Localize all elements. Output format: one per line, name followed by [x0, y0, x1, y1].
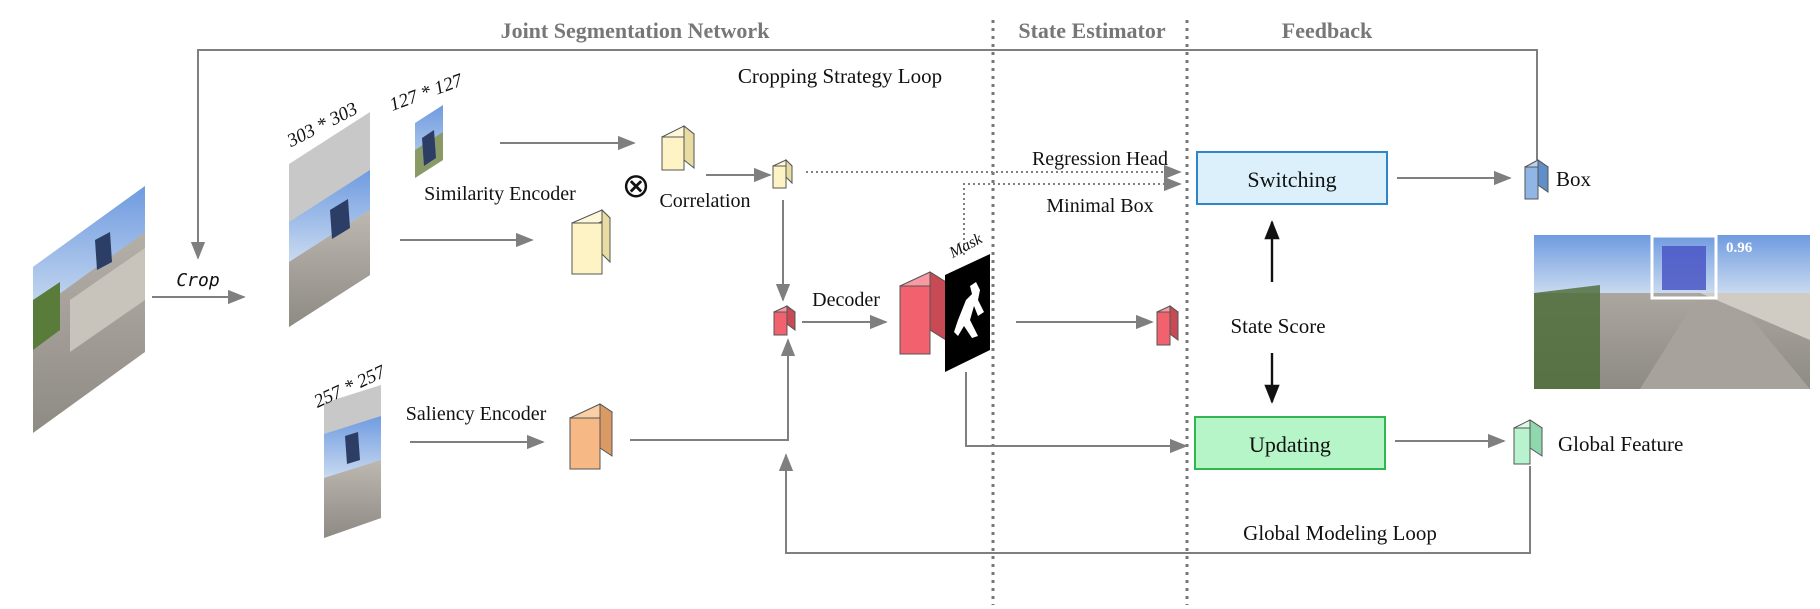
updating-label: Updating [1249, 432, 1331, 457]
correlation-label: Correlation [659, 190, 750, 212]
mask-to-updating-arrow [965, 372, 1188, 454]
updating-module: Updating [1194, 416, 1386, 470]
saliency-encoder-label: Saliency Encoder [406, 403, 547, 425]
saliency-to-decoder-input-arrow [630, 338, 796, 441]
section-title-joint-segmentation: Joint Segmentation Network [501, 18, 771, 43]
switching-label: Switching [1247, 167, 1336, 192]
mask-label: Mask [946, 230, 986, 262]
saliency-crop-257-image [324, 385, 381, 538]
minimal-box-arrow [963, 176, 1182, 255]
correlation-response-block [772, 158, 793, 189]
global-feature-label: Global Feature [1558, 432, 1683, 456]
template-feature-block [661, 124, 695, 171]
global-modeling-loop-label: Global Modeling Loop [1243, 521, 1437, 545]
input-frame-image [33, 186, 145, 433]
minimal-box-label: Minimal Box [1046, 195, 1153, 217]
regression-head-label: Regression Head [1032, 148, 1168, 170]
crop-label: Crop [176, 270, 219, 291]
mask-image [945, 254, 990, 372]
saliency-encoder-block [568, 403, 614, 470]
similarity-encoder-block [571, 208, 611, 275]
tracking-result-image: 0.96 [1534, 234, 1810, 389]
global-modeling-loop-arrow [778, 453, 1531, 554]
correlation-operator-icon: ⊗ [622, 166, 651, 206]
size-127-label: 127 * 127 [387, 69, 467, 115]
decoder-label: Decoder [812, 289, 880, 311]
switching-module: Switching [1196, 151, 1388, 205]
decoder-block [898, 271, 948, 355]
search-crop-303-image [289, 112, 370, 327]
section-title-state-estimator: State Estimator [1018, 18, 1165, 43]
confidence-score-text: 0.96 [1726, 240, 1753, 256]
similarity-encoder-label: Similarity Encoder [424, 183, 576, 205]
state-score-label: State Score [1230, 314, 1325, 338]
decoder-input-block [773, 305, 796, 336]
box-label: Box [1556, 167, 1592, 191]
section-title-feedback: Feedback [1282, 18, 1373, 43]
template-127-image [415, 105, 443, 178]
mask-feature-block [1156, 305, 1179, 346]
box-output-block [1524, 159, 1549, 200]
global-feature-block [1513, 419, 1543, 465]
cropping-loop-arrow [190, 49, 1538, 260]
cropping-strategy-loop-label: Cropping Strategy Loop [738, 64, 942, 88]
